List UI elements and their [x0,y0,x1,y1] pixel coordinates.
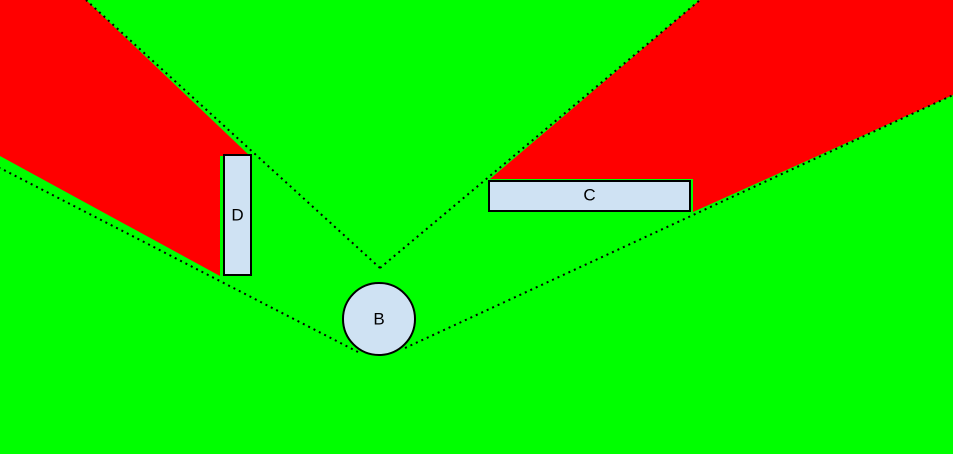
obstacle-d-label: D [231,205,243,224]
sight-ray-upper-left [85,0,381,269]
shadow-region-left [0,0,250,276]
observer-b-label: B [373,309,384,328]
obstacle-c-label: C [583,185,595,204]
shadow-region-right [490,0,953,212]
obstacle-c: C [488,180,691,212]
sight-ray-lower-right [404,94,953,349]
observer-b: B [342,282,416,356]
obstacle-d-box [223,154,252,276]
obstacle-d: D [223,154,252,276]
sight-ray-lower-left [0,167,359,353]
obstacle-c-box [488,180,691,212]
observer-b-circle [342,282,416,356]
